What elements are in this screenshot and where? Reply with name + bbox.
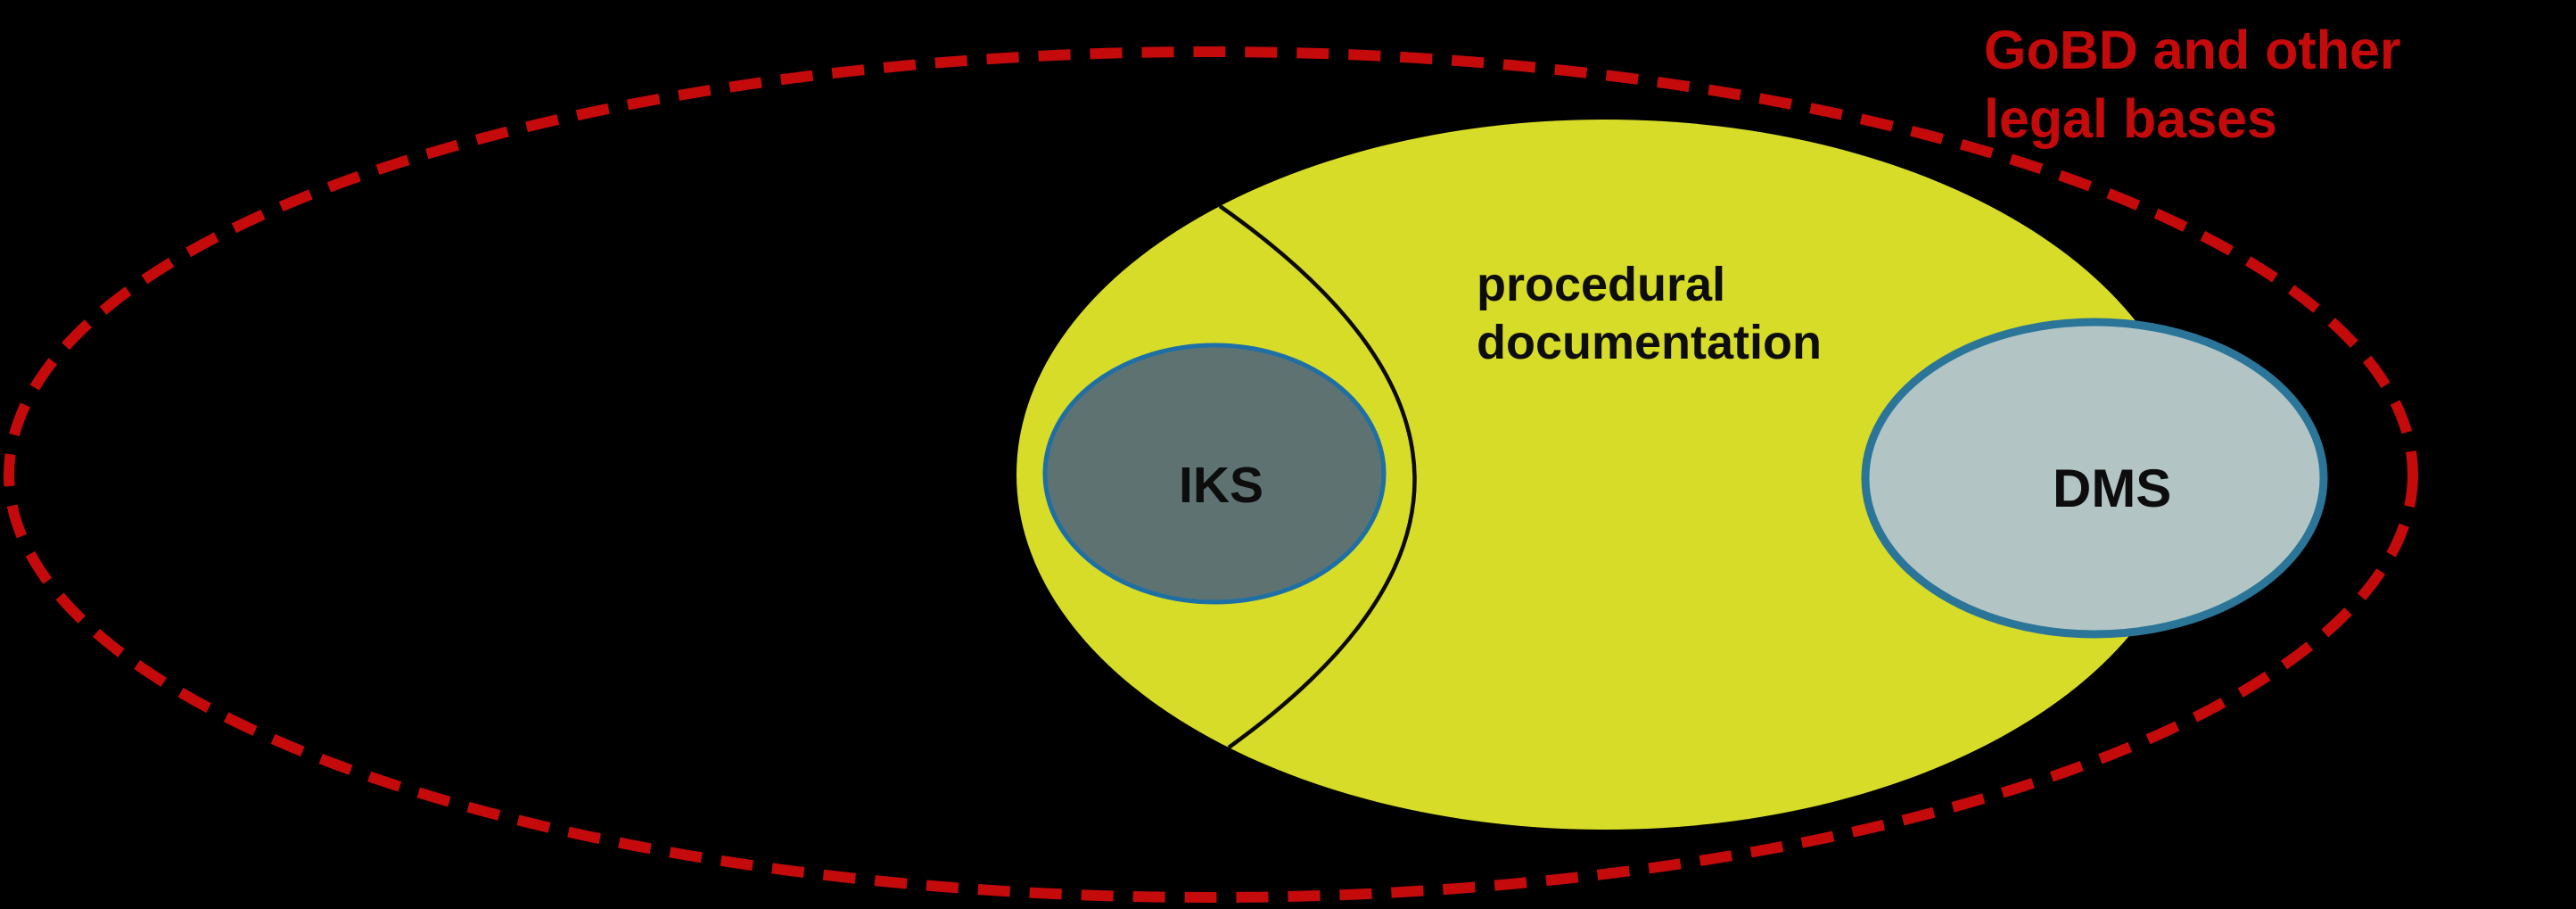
iks-label: IKS [1179, 457, 1263, 514]
dms-label: DMS [2053, 459, 2171, 518]
legal-bases-label-line1: GoBD and other [1984, 20, 2401, 80]
procedural-documentation-ellipse [1016, 120, 2193, 830]
iks-divider-arc [1218, 204, 1417, 749]
legal-bases-ellipse [4, 46, 2418, 903]
procedural-documentation-label-line2: documentation [1477, 316, 1822, 369]
iks-ellipse [1042, 343, 1387, 605]
dms-ellipse [1861, 318, 2328, 639]
procedural-documentation-label-line1: procedural [1477, 258, 1725, 311]
legal-bases-label-line2: legal bases [1984, 88, 2277, 149]
